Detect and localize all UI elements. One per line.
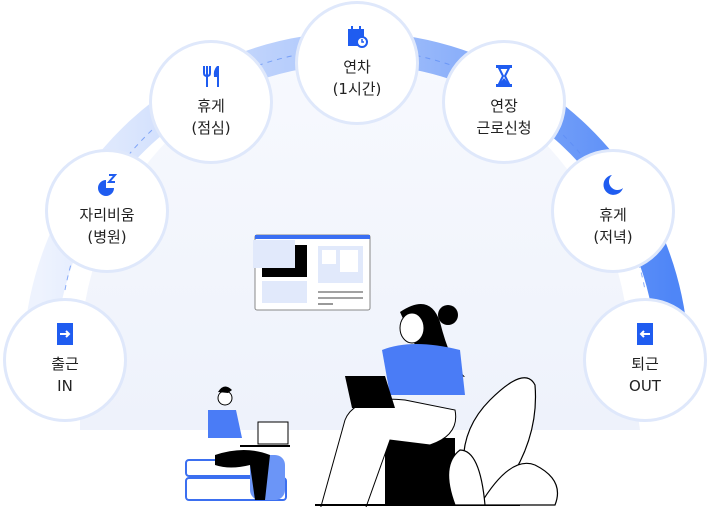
node-clock-out[interactable]: 퇴근 OUT <box>583 298 707 422</box>
node-label-line2: (병원) <box>87 228 127 246</box>
node-label-line2: (저녁) <box>593 228 633 246</box>
calendar-clock-icon <box>348 26 368 48</box>
plant-leaves-illustration <box>448 377 559 506</box>
man-with-laptop-illustration <box>185 386 290 501</box>
node-away[interactable]: 자리비움 (병원) <box>45 149 169 273</box>
hourglass-icon <box>496 65 512 87</box>
node-label-line1: 출근 <box>51 355 79 373</box>
node-label-line2: OUT <box>629 377 661 395</box>
node-label-line1: 자리비움 <box>79 206 135 224</box>
browser-window-illustration <box>253 234 371 311</box>
node-clock-in[interactable]: 출근 IN <box>3 298 127 422</box>
node-label-line1: 퇴근 <box>631 355 659 373</box>
moon-icon <box>603 175 623 195</box>
node-break-dinner[interactable]: 휴게 (저녁) <box>551 149 675 273</box>
node-label-line2: IN <box>57 377 73 395</box>
sleep-icon <box>98 174 118 196</box>
node-break-lunch[interactable]: 휴게 (점심) <box>149 40 273 164</box>
node-label-line2: (점심) <box>191 119 231 137</box>
node-label-line1: 휴게 <box>599 206 627 224</box>
node-label-line2: 근로신청 <box>476 119 532 137</box>
node-label-line1: 연장 <box>490 97 518 115</box>
woman-with-laptop-illustration <box>315 304 520 507</box>
node-label-line1: 휴게 <box>197 97 225 115</box>
login-arrow-icon <box>57 323 73 345</box>
logout-arrow-icon <box>637 323 653 345</box>
node-annual-leave[interactable]: 연차 (1시간) <box>295 1 419 125</box>
fork-knife-icon <box>203 66 219 87</box>
node-overtime[interactable]: 연장 근로신청 <box>442 40 566 164</box>
node-label-line2: (1시간) <box>332 80 382 98</box>
node-label-line1: 연차 <box>343 58 371 76</box>
